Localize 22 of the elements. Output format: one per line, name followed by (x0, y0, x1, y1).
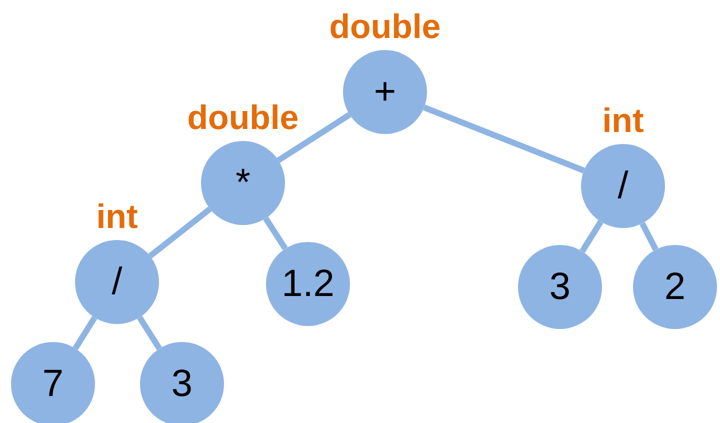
connector-line (263, 216, 288, 250)
connector-line (422, 104, 586, 174)
connector-line (276, 112, 352, 163)
connector-line (640, 222, 658, 252)
node-label: 1.2 (282, 265, 334, 303)
connector-line (580, 220, 604, 253)
tree-node-circle (201, 141, 285, 225)
connector-line (148, 206, 212, 258)
node-label: 3 (549, 268, 571, 306)
node-label: + (374, 73, 396, 111)
node-label: 7 (42, 365, 64, 403)
connector-line (72, 316, 98, 350)
type-label: int (602, 104, 644, 138)
node-label: 3 (171, 365, 193, 403)
connector-line (137, 316, 162, 350)
node-label: / (618, 167, 628, 205)
node-label: 2 (664, 268, 686, 306)
node-label: / (112, 263, 122, 301)
type-label: int (96, 200, 138, 234)
node-label: * (236, 164, 250, 202)
type-label: double (329, 10, 441, 44)
type-label: double (187, 101, 299, 135)
